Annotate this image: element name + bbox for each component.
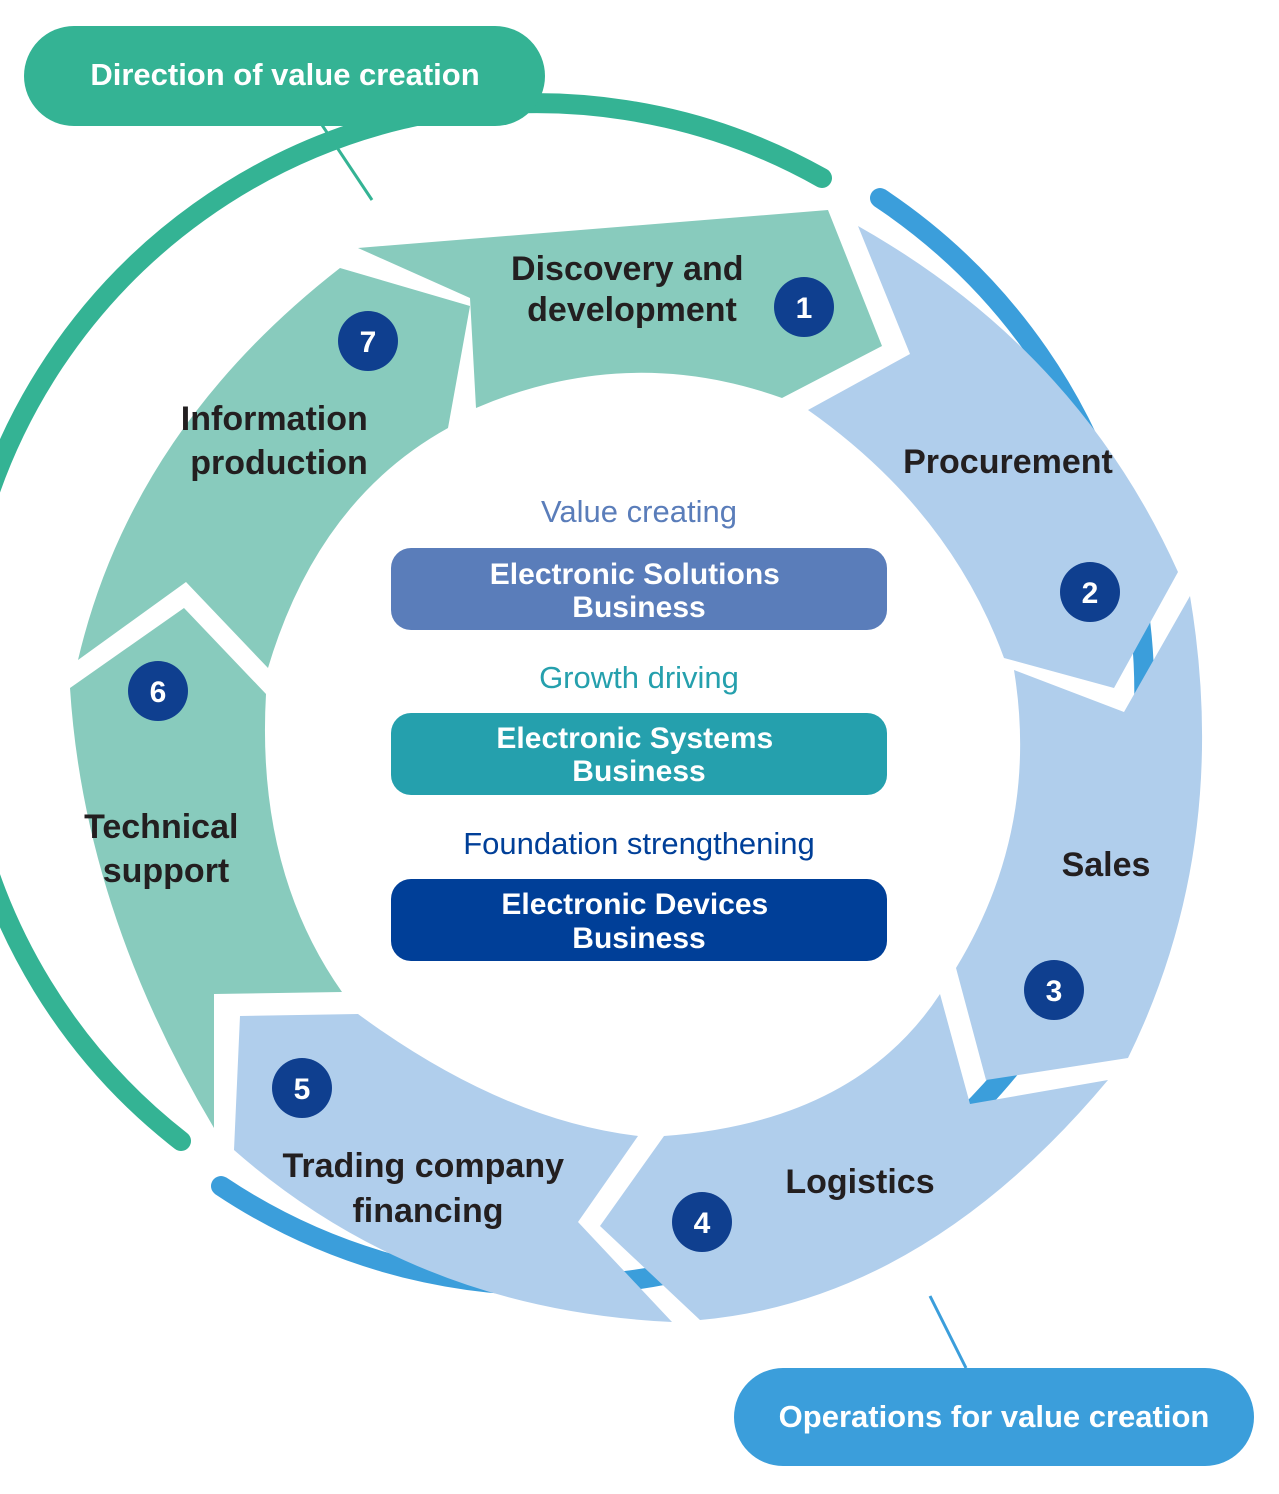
stage-1-number: 1 [796, 292, 813, 325]
business-solutions-label: Electronic Solutions Business [490, 558, 788, 624]
stage-2-line1: Procurement [903, 443, 1113, 481]
segment-sales [956, 596, 1203, 1080]
stage-4-number-badge: 4 [672, 1192, 732, 1252]
direction-pill-label: Direction of value creation [90, 57, 479, 92]
stage-5-line1: Trading company [283, 1147, 565, 1185]
business-systems-line1: Electronic Systems [496, 722, 773, 755]
stage-1-line2: development [527, 291, 737, 329]
business-systems-box [391, 713, 887, 795]
business-systems-line2: Business [572, 755, 705, 788]
stage-7-line2: production [190, 444, 368, 482]
business-solutions-box [391, 548, 887, 630]
stage-5-label: Trading company financing [283, 1147, 574, 1230]
direction-connector [318, 121, 374, 201]
stage-5-number: 5 [294, 1073, 311, 1106]
business-devices-line1: Electronic Devices [501, 888, 768, 921]
stage-4-number: 4 [694, 1207, 711, 1240]
stage-6-line2: support [103, 852, 230, 890]
stage-1-line1: Discovery and [511, 250, 743, 288]
business-solutions-line1: Electronic Solutions [490, 558, 780, 591]
stage-4-line1: Logistics [785, 1163, 934, 1201]
direction-pill: Direction of value creation [24, 26, 545, 126]
operations-pill: Operations for value creation [734, 1368, 1254, 1466]
direction-arc [0, 93, 832, 1151]
stage-7-number-badge: 7 [338, 311, 398, 371]
business-devices-line2: Business [572, 922, 705, 955]
stage-3-number-badge: 3 [1024, 960, 1084, 1020]
stage-7-line1: Information [181, 400, 368, 438]
business-devices-box [391, 879, 887, 961]
stage-7-number: 7 [360, 326, 377, 359]
operations-connector [928, 1295, 968, 1369]
segment-discovery [358, 210, 882, 408]
stage-2-label: Procurement [903, 443, 1113, 481]
stage-6-number: 6 [150, 676, 167, 709]
stage-3-line1: Sales [1062, 846, 1151, 884]
stage-5-line2: financing [352, 1192, 503, 1230]
stage-6-number-badge: 6 [128, 661, 188, 721]
category-foundation-strengthening: Foundation strengthening [463, 826, 815, 861]
stage-1-number-badge: 1 [774, 277, 834, 337]
operations-pill-label: Operations for value creation [779, 1399, 1210, 1434]
stage-6-label: Technical support [84, 808, 248, 890]
segment-financing [234, 1014, 672, 1322]
business-devices-label: Electronic Devices Business [501, 888, 776, 955]
segment-technical [70, 608, 342, 1128]
business-solutions-line2: Business [572, 591, 705, 624]
stage-4-label: Logistics [785, 1163, 934, 1201]
stage-7-label: Information production [181, 400, 377, 482]
stage-3-number: 3 [1046, 975, 1063, 1008]
business-systems-label: Electronic Systems Business [496, 722, 781, 788]
stage-1-label: Discovery and development [511, 250, 753, 329]
stage-3-label: Sales [1062, 846, 1151, 884]
stage-6-line1: Technical [84, 808, 238, 846]
stage-5-number-badge: 5 [272, 1058, 332, 1118]
category-value-creating: Value creating [541, 494, 737, 529]
category-growth-driving: Growth driving [539, 660, 739, 695]
stage-2-number: 2 [1082, 577, 1099, 610]
stage-2-number-badge: 2 [1060, 562, 1120, 622]
